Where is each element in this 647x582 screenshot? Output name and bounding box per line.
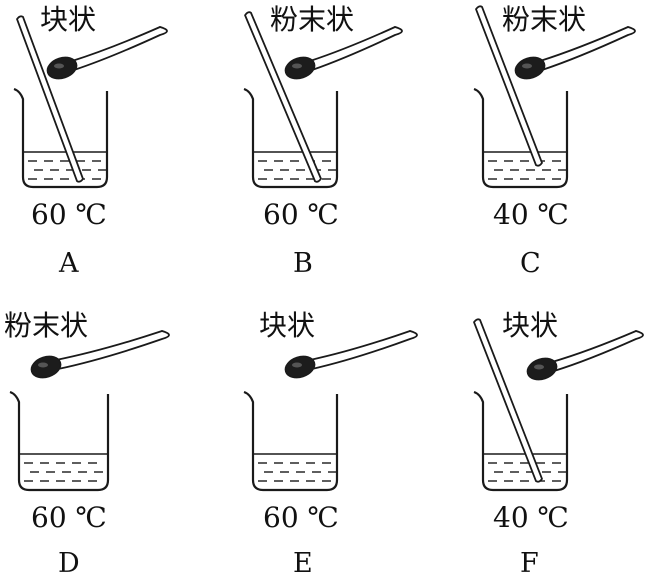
panel-caption-b: B [293, 248, 313, 279]
form-label-e: 块状 [259, 309, 316, 342]
spoon-handle [311, 330, 418, 370]
beaker-d [9, 390, 110, 492]
spoon-handle-edge [71, 26, 161, 62]
beaker-outline [243, 87, 339, 189]
beaker-outline [473, 87, 569, 189]
form-label-a: 块状 [40, 3, 97, 36]
spoon-handle-edge [309, 26, 396, 62]
stirring-rod-a [16, 15, 84, 183]
spoon-handle-edge [551, 330, 637, 363]
form-label-b: 粉末状 [270, 3, 355, 36]
spoon-f [526, 330, 644, 381]
temperature-label-c: 40 ℃ [493, 198, 569, 231]
beaker-c [473, 87, 569, 189]
form-label-c: 粉末状 [502, 3, 587, 36]
glass-rod [473, 318, 543, 483]
glass-rod [244, 11, 322, 183]
substance-highlight [522, 63, 532, 69]
temperature-label-d: 60 ℃ [31, 501, 107, 534]
stirring-rod-c [475, 5, 543, 167]
beaker-a [13, 87, 109, 189]
substance-highlight [38, 362, 48, 368]
temperature-label-e: 60 ℃ [263, 501, 339, 534]
spoon-c [514, 26, 636, 80]
spoon-handle-edge [309, 330, 411, 361]
substance-highlight [534, 364, 544, 370]
glass-rod [475, 5, 543, 167]
temperature-label-f: 40 ℃ [493, 501, 569, 534]
spoon-a [46, 26, 168, 80]
spoon-handle-edge [539, 26, 629, 62]
beaker-outline [473, 390, 569, 492]
stirring-rod-f [473, 318, 543, 483]
spoon-handle [57, 330, 170, 370]
spoon-handle [541, 26, 636, 71]
temperature-label-b: 60 ℃ [263, 198, 339, 231]
substance-highlight [292, 63, 302, 69]
spoon-handle [553, 330, 644, 372]
spoon-b [284, 26, 403, 80]
form-label-f: 块状 [502, 309, 559, 342]
panel-caption-f: F [520, 548, 539, 579]
form-label-d: 粉末状 [4, 309, 89, 342]
spoon-e [284, 330, 418, 379]
beaker-outline [9, 390, 110, 492]
beaker-outline [13, 87, 109, 189]
spoon-handle [311, 26, 403, 71]
spoon-handle [73, 26, 168, 71]
beaker-outline [243, 390, 339, 492]
substance-highlight [54, 63, 64, 69]
beaker-b [243, 87, 339, 189]
beaker-e [243, 390, 339, 492]
stirring-rod-b [244, 11, 322, 183]
glass-rod [16, 15, 84, 183]
spoon-handle-edge [55, 330, 163, 361]
panel-caption-d: D [58, 548, 80, 579]
spoon-d [30, 330, 170, 379]
panel-caption-a: A [59, 248, 79, 279]
substance-highlight [292, 362, 302, 368]
temperature-label-a: 60 ℃ [31, 198, 107, 231]
panel-caption-c: C [520, 248, 541, 279]
panel-caption-e: E [293, 548, 313, 579]
